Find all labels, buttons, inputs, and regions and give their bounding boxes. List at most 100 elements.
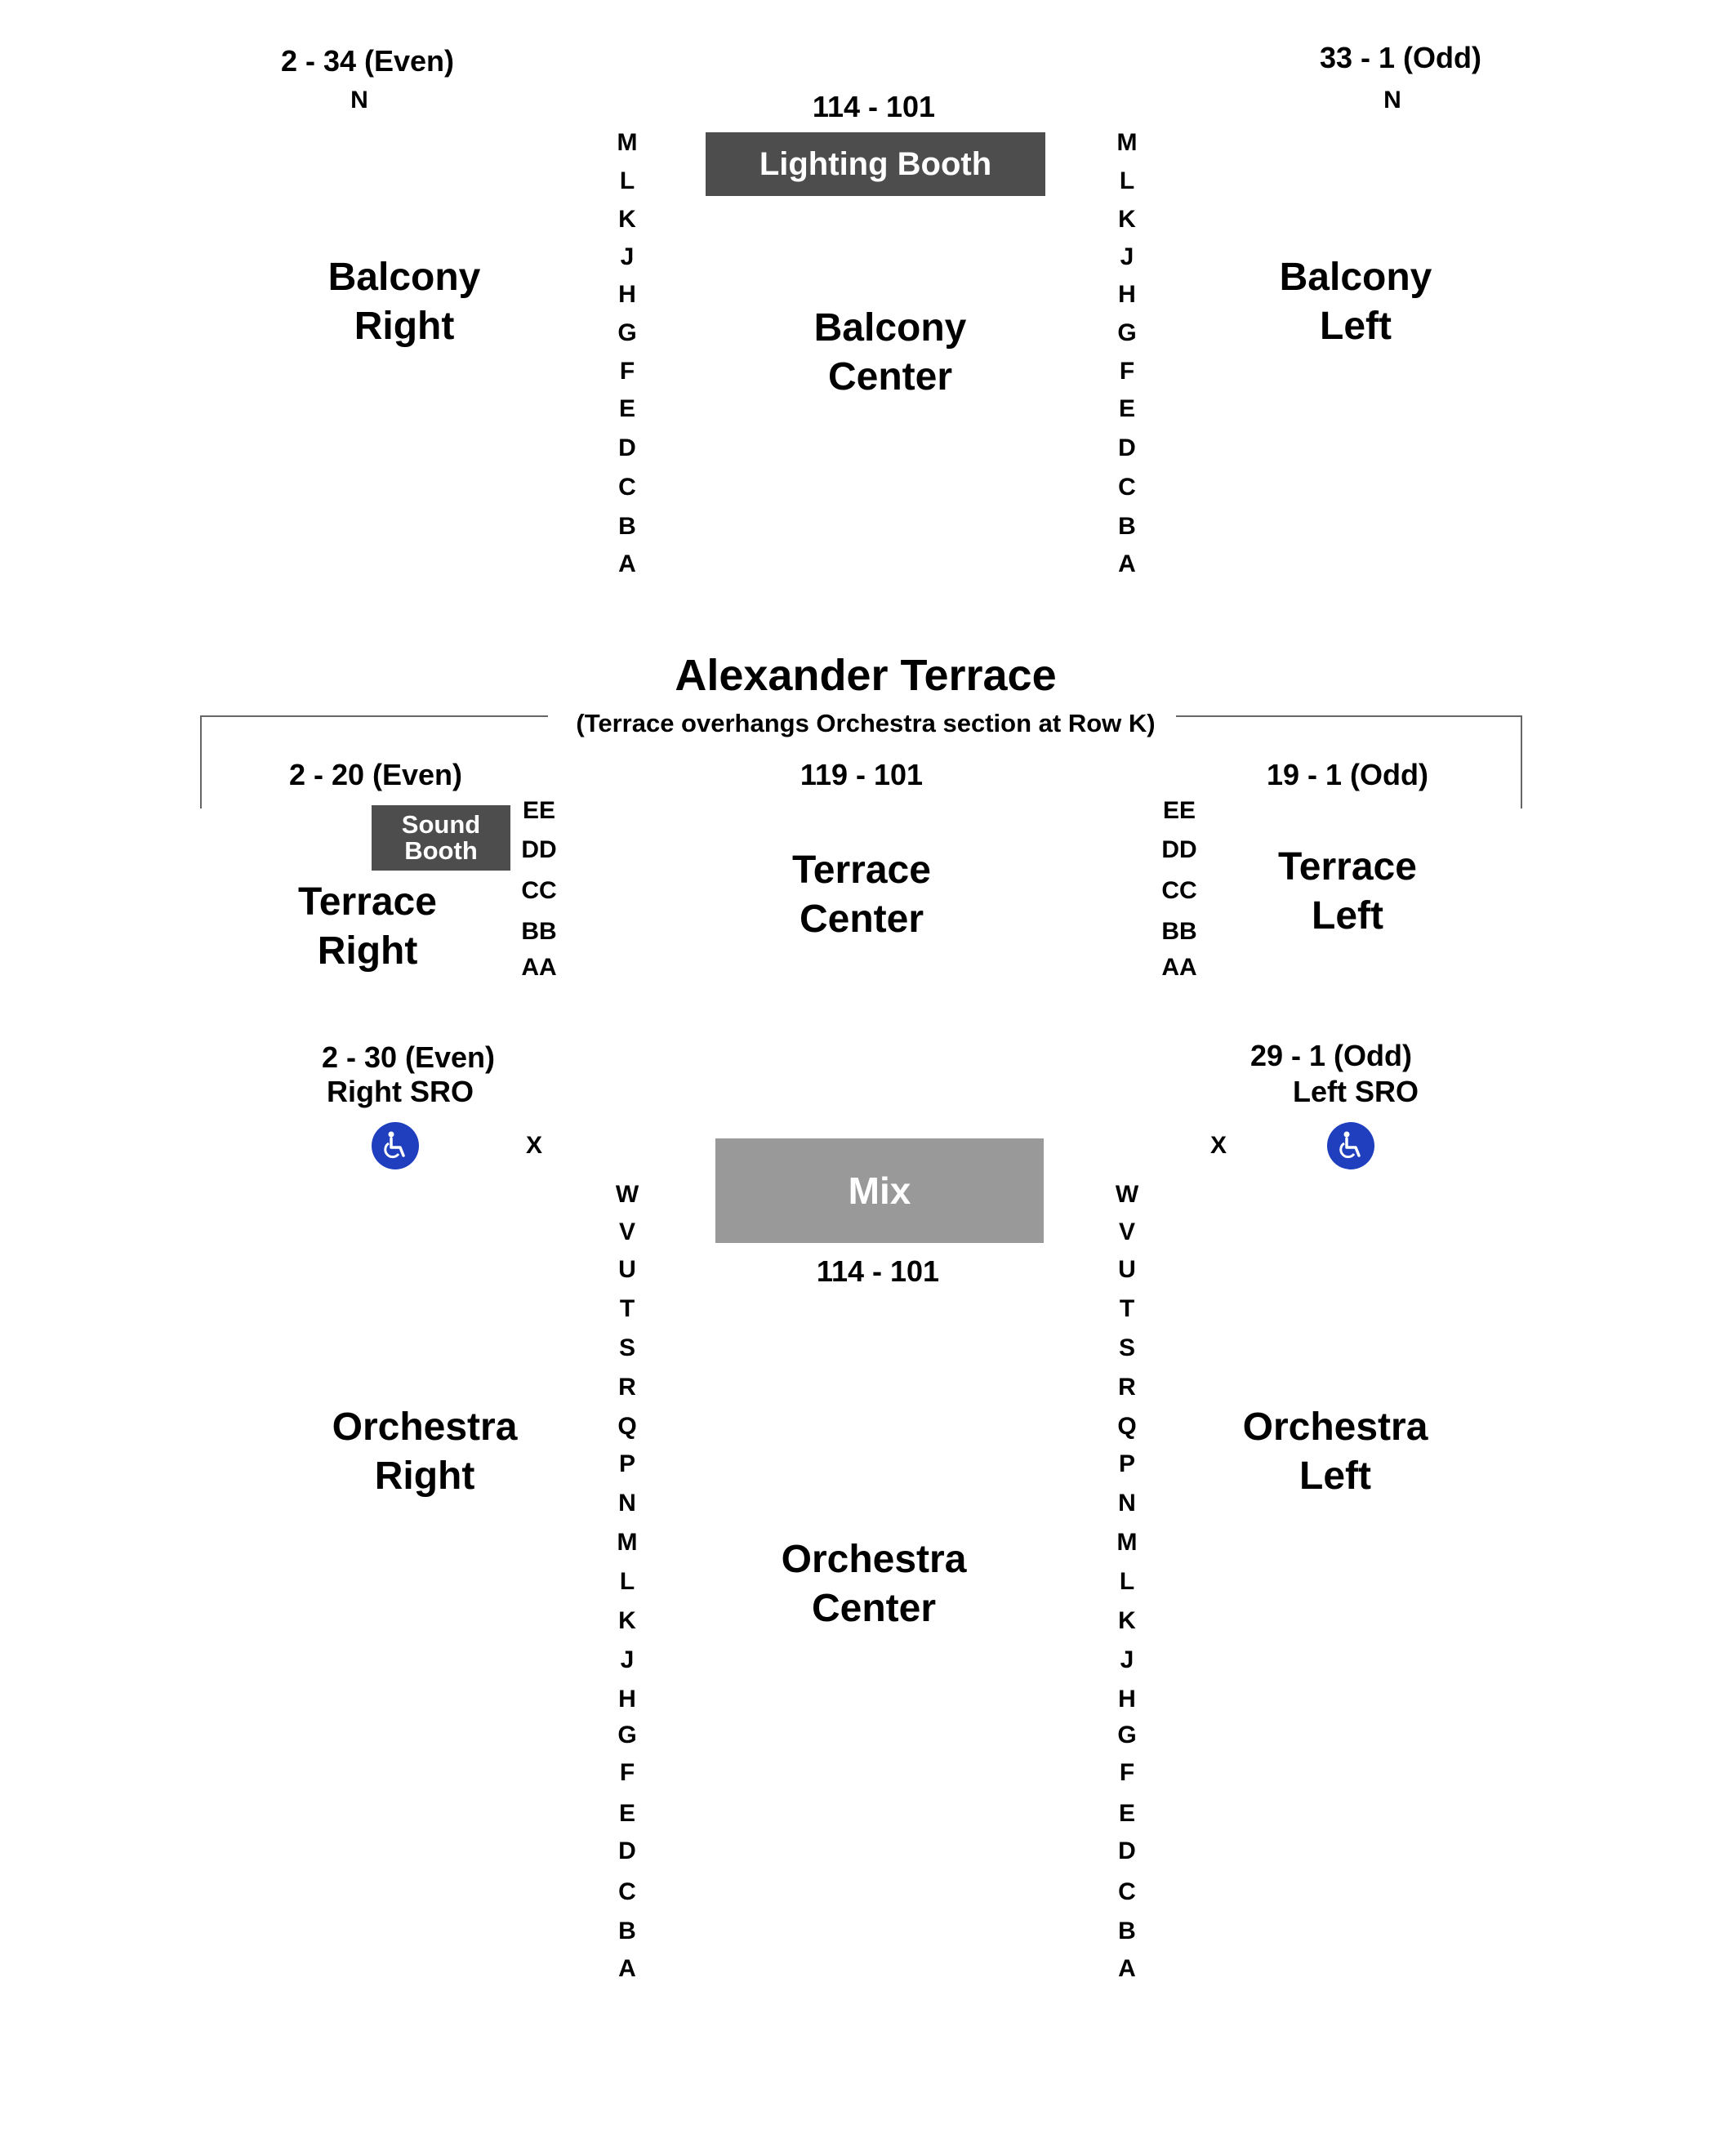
row-label: P	[1118, 1450, 1135, 1477]
row-label: J	[620, 1646, 635, 1673]
row-label: DD	[1161, 836, 1197, 863]
row-label: G	[1117, 1722, 1137, 1748]
row-label: D	[618, 434, 636, 461]
row-x-left-side: X	[1209, 1132, 1227, 1159]
terrace-title: Alexander Terrace	[675, 651, 1057, 700]
balcony-row-letters-left-aisle: M L K J H G F E D C B A	[1102, 129, 1152, 586]
row-label: J	[1120, 243, 1134, 270]
lighting-booth: Lighting Booth	[706, 132, 1045, 196]
row-label: CC	[521, 877, 557, 904]
row-label: N	[618, 1490, 636, 1517]
row-label: H	[618, 281, 636, 308]
row-label: EE	[1162, 797, 1196, 824]
row-label: L	[619, 1568, 635, 1595]
balcony-center-seat-range: 114 - 101	[812, 90, 936, 123]
row-label: BB	[1161, 918, 1197, 945]
row-label: M	[1116, 1529, 1138, 1556]
terrace-right-seat-range: 2 - 20 (Even)	[288, 758, 463, 791]
right-sro-label: Right SRO	[327, 1075, 474, 1108]
row-label: C	[618, 1878, 636, 1905]
row-label: T	[619, 1295, 635, 1322]
row-label: BB	[521, 918, 557, 945]
row-x-right-side: X	[525, 1132, 542, 1159]
row-label: R	[618, 1374, 636, 1401]
orchestra-row-letters-left-aisle: W V U T S R Q P N M L K J H G F E D C B …	[1102, 1181, 1152, 1989]
row-label: N	[1118, 1490, 1136, 1517]
balcony-right-row-n: N	[350, 87, 368, 114]
row-label: K	[618, 1607, 636, 1634]
row-label: V	[1118, 1218, 1135, 1245]
row-label: M	[617, 129, 638, 156]
row-label: AA	[521, 954, 557, 981]
row-label: A	[1118, 1955, 1136, 1982]
row-label: R	[1118, 1374, 1136, 1401]
terrace-subtitle: (Terrace overhangs Orchestra section at …	[576, 709, 1156, 737]
row-label: F	[1119, 358, 1135, 385]
row-label: Q	[1117, 1413, 1137, 1440]
row-label: B	[618, 513, 636, 540]
row-label: D	[1118, 434, 1136, 461]
row-label: B	[1118, 1918, 1136, 1944]
wheelchair-icon	[372, 1122, 419, 1169]
orchestra-center-seat-range: 114 - 101	[816, 1254, 940, 1288]
row-label: V	[618, 1218, 635, 1245]
terrace-bracket-left-top	[200, 715, 548, 717]
row-label: K	[1118, 1607, 1136, 1634]
row-label: M	[1116, 129, 1138, 156]
row-label: AA	[1161, 954, 1197, 981]
terrace-left-seat-range: 19 - 1 (Odd)	[1266, 758, 1429, 791]
row-label: CC	[1161, 877, 1197, 904]
row-label: P	[618, 1450, 635, 1477]
row-label: H	[1118, 1686, 1136, 1713]
row-label: W	[1115, 1181, 1139, 1208]
row-label: E	[618, 395, 635, 422]
row-label: G	[1117, 319, 1137, 346]
row-label: T	[1119, 1295, 1135, 1322]
row-label: C	[1118, 474, 1136, 501]
terrace-bracket-right-side	[1521, 715, 1522, 808]
row-label: J	[620, 243, 635, 270]
row-label: E	[618, 1800, 635, 1827]
balcony-left-row-n: N	[1383, 87, 1401, 114]
row-label: U	[618, 1256, 636, 1283]
row-label: EE	[522, 797, 556, 824]
row-label: F	[619, 358, 635, 385]
row-label: W	[615, 1181, 639, 1208]
row-label: S	[1118, 1334, 1135, 1361]
balcony-left-seat-range: 33 - 1 (Odd)	[1319, 41, 1482, 74]
row-label: K	[1118, 206, 1136, 233]
row-label: Q	[617, 1413, 637, 1440]
row-label: L	[1119, 167, 1135, 194]
row-label: A	[618, 1955, 636, 1982]
orchestra-left-seat-range: 29 - 1 (Odd)	[1250, 1039, 1413, 1072]
row-label: F	[619, 1759, 635, 1786]
left-sro-label: Left SRO	[1292, 1075, 1419, 1108]
row-label: C	[618, 474, 636, 501]
terrace-center-seat-range: 119 - 101	[800, 758, 924, 791]
balcony-row-letters-right-aisle: M L K J H G F E D C B A	[603, 129, 652, 586]
row-label: H	[1118, 281, 1136, 308]
row-label: D	[1118, 1838, 1136, 1864]
terrace-row-letters-left-aisle: EE DD CC BB AA	[1155, 797, 1204, 993]
row-label: A	[1118, 550, 1136, 577]
row-label: A	[618, 550, 636, 577]
row-label: B	[618, 1918, 636, 1944]
terrace-row-letters-right-aisle: EE DD CC BB AA	[514, 797, 564, 993]
row-label: L	[619, 167, 635, 194]
row-label: C	[1118, 1878, 1136, 1905]
wheelchair-icon	[1327, 1122, 1374, 1169]
orchestra-right-seat-range: 2 - 30 (Even)	[321, 1040, 496, 1074]
row-label: S	[618, 1334, 635, 1361]
row-label: F	[1119, 1759, 1135, 1786]
row-label: E	[1118, 395, 1135, 422]
row-label: K	[618, 206, 636, 233]
row-label: B	[1118, 513, 1136, 540]
